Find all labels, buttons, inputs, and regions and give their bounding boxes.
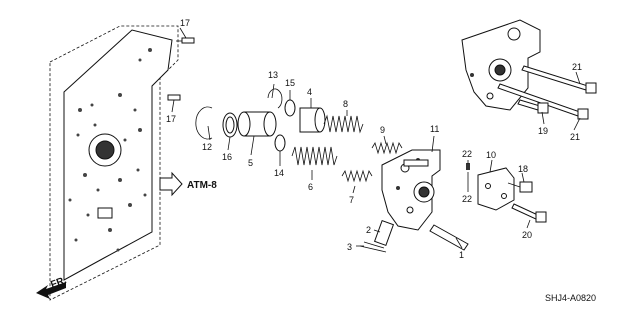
bolt-19 — [517, 99, 549, 114]
o-ring-14 — [274, 134, 286, 152]
separator-plate — [49, 25, 179, 301]
callout-6: 6 — [308, 182, 313, 192]
callout-4: 4 — [307, 87, 312, 97]
diagram-code: SHJ4-A0820 — [545, 293, 596, 303]
callout-19: 19 — [538, 126, 548, 136]
piston-4 — [299, 107, 326, 133]
callout-17-upper: 17 — [180, 18, 190, 28]
dowel-pin-upper — [176, 37, 195, 44]
reference-arrow: ATM-8 — [159, 171, 217, 197]
spring-6 — [291, 146, 338, 166]
callout-1: 1 — [459, 250, 464, 260]
spring-8 — [323, 114, 364, 134]
callout-21-upper: 21 — [572, 62, 582, 72]
callout-8: 8 — [343, 99, 348, 109]
bolt-21-lower — [497, 83, 589, 120]
clip-3 — [359, 241, 387, 253]
callout-22-upper: 22 — [462, 149, 472, 159]
callout-10: 10 — [486, 150, 496, 160]
callout-11: 11 — [430, 124, 439, 134]
shaft-1 — [429, 224, 469, 251]
callout-18: 18 — [518, 164, 528, 174]
bolt-21-upper — [521, 65, 597, 94]
pin-2 — [373, 219, 395, 247]
callout-13: 13 — [268, 70, 278, 80]
callout-21-lower: 21 — [570, 132, 580, 142]
spring-7 — [341, 169, 373, 183]
callout-5: 5 — [248, 158, 253, 168]
bolt-20 — [511, 203, 547, 223]
bolt-18 — [507, 181, 533, 193]
valve-body-assembly-upper — [461, 19, 541, 111]
snap-ring-13 — [267, 88, 283, 109]
callout-12: 12 — [202, 142, 212, 152]
callouts: 17 17 12 16 5 13 15 4 8 9 14 6 7 11 2 3 … — [166, 18, 582, 260]
callout-20: 20 — [522, 230, 532, 240]
callout-3: 3 — [347, 242, 352, 252]
dowel-pin-lower — [167, 94, 181, 101]
snap-ring-12 — [195, 106, 213, 140]
seal-ring-16 — [222, 112, 238, 138]
front-label: FR. — [49, 275, 68, 291]
callout-7: 7 — [349, 195, 354, 205]
callout-15: 15 — [285, 78, 295, 88]
sleeve-5 — [237, 111, 277, 137]
leader-lines — [171, 27, 581, 249]
callout-17-lower: 17 — [166, 114, 176, 124]
o-ring-15 — [284, 99, 296, 117]
callout-22-lower: 22 — [462, 194, 472, 204]
pin-22 — [466, 163, 470, 170]
callout-9: 9 — [380, 125, 385, 135]
reference-label: ATM-8 — [187, 180, 217, 191]
callout-2: 2 — [366, 225, 371, 235]
valve-body-11 — [381, 149, 441, 231]
front-direction-arrow: FR. — [36, 275, 68, 299]
callout-16: 16 — [222, 152, 232, 162]
callout-14: 14 — [274, 168, 284, 178]
cover-plate-10 — [477, 167, 515, 211]
spring-9 — [371, 141, 403, 155]
